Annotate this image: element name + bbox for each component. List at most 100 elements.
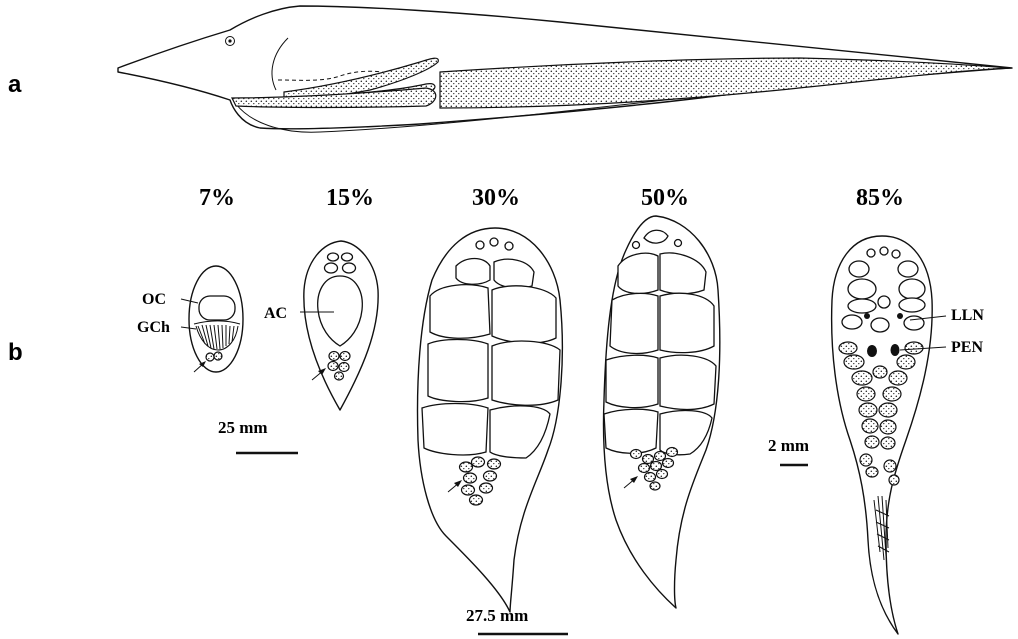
cell-50-top (644, 230, 668, 243)
eye-pupil (228, 39, 231, 42)
germ-50-d (667, 448, 678, 457)
oc-structure (199, 296, 235, 320)
cell-85-r2 (899, 279, 925, 299)
cell-50-r4r (660, 411, 712, 455)
germ-85-r (884, 460, 896, 472)
germ-85-g (873, 366, 887, 378)
cell-30-r3l (428, 340, 488, 402)
cell-50-dot-b (675, 240, 682, 247)
cell-85-l2 (848, 279, 876, 299)
stippled-posterior-region (440, 58, 1008, 108)
germ-30-a (460, 462, 473, 472)
germ-85-c (844, 355, 864, 369)
ac-structure (318, 276, 363, 346)
germ-30-f (462, 485, 475, 495)
pen-dot-left (867, 345, 877, 357)
cell-30-r3r (492, 341, 560, 405)
label-ac: AC (264, 305, 287, 322)
cell-85-top-c (892, 250, 900, 258)
panel-a-letter: a (8, 71, 22, 98)
cell-15-d (343, 263, 356, 273)
section-85-drawing (832, 236, 946, 634)
cell-85-center (878, 296, 890, 308)
germ-50-c (655, 452, 666, 461)
germ-85-k (879, 403, 897, 417)
cell-30-top-c (505, 242, 513, 250)
section-label-30: 30% (472, 185, 520, 211)
germ-85-b (905, 342, 923, 354)
cell-50-dot-a (633, 242, 640, 249)
germ-85-s (889, 475, 899, 485)
germ-30-g (480, 483, 493, 493)
cell-30-top-b (490, 238, 498, 246)
germ-30-e (484, 471, 497, 481)
germ-50-b (643, 455, 654, 464)
section-30-drawing (418, 228, 563, 612)
germ-85-d (897, 355, 915, 369)
cell-30-r4l (422, 404, 488, 455)
gill-cover-line (272, 38, 288, 90)
germ-50-j (650, 482, 660, 490)
germ-15-e (335, 372, 344, 380)
lln-dot-right (897, 313, 903, 319)
cell-50-r3l (606, 355, 658, 407)
germ-15-c (328, 362, 338, 371)
cell-50-r1r (660, 253, 706, 294)
germ-85-p (860, 454, 872, 466)
germ-85-q (866, 467, 878, 477)
section-7-drawing (181, 266, 243, 372)
gch-leader (181, 327, 196, 329)
germ-cell-cluster-7b (214, 352, 222, 360)
germ-85-e (852, 371, 872, 385)
cell-85-l4 (842, 315, 862, 329)
germ-85-j (859, 403, 877, 417)
germ-50-f (651, 462, 662, 471)
germ-cell-cluster-7a (206, 353, 214, 361)
germ-50-h (645, 473, 656, 482)
label-oc: OC (142, 291, 166, 308)
section-label-85: 85% (856, 185, 904, 211)
cell-85-l1 (849, 261, 869, 277)
cell-15-a (328, 253, 339, 261)
cell-30-r4r (490, 406, 550, 458)
germ-50-e (639, 464, 650, 473)
germ-85-o (881, 437, 895, 449)
pen-dot-right (891, 344, 900, 356)
cell-50-r2l (610, 293, 658, 353)
cell-30-r2r (492, 286, 556, 343)
germ-85-m (880, 420, 896, 434)
cell-50-r4l (604, 409, 658, 453)
lln-dot-left (864, 313, 870, 319)
germ-50-g (663, 459, 674, 468)
label-gch: GCh (137, 319, 170, 336)
germ-30-c (488, 459, 501, 469)
label-lln: LLN (951, 307, 984, 324)
cell-85-top-a (867, 249, 875, 257)
section-label-7: 7% (199, 185, 235, 211)
fish-drawing (118, 6, 1012, 132)
cell-85-top-b (880, 247, 888, 255)
scale-label-25mm: 25 mm (218, 418, 268, 437)
section-50-drawing (604, 216, 720, 608)
cell-50-r1l (618, 253, 658, 293)
germ-85-n (865, 436, 879, 448)
cell-50-r3r (660, 355, 716, 409)
cell-15-c (325, 263, 338, 273)
section-label-50: 50% (641, 185, 689, 211)
cell-30-r1r (494, 259, 534, 288)
section-label-15: 15% (326, 185, 374, 211)
cell-30-r1l (456, 259, 490, 285)
germ-30-b (472, 457, 485, 467)
germ-30-h (470, 495, 483, 505)
cell-15-b (342, 253, 353, 261)
scale-label-27-5mm: 27.5 mm (466, 606, 528, 625)
scale-label-2mm: 2 mm (768, 436, 809, 455)
germ-85-a (839, 342, 857, 354)
germ-50-i (657, 470, 668, 479)
germ-15-b (340, 352, 350, 361)
cell-85-c4 (871, 318, 889, 332)
cell-30-r2l (430, 285, 490, 339)
germ-85-l (862, 419, 878, 433)
germ-15-a (329, 352, 339, 361)
